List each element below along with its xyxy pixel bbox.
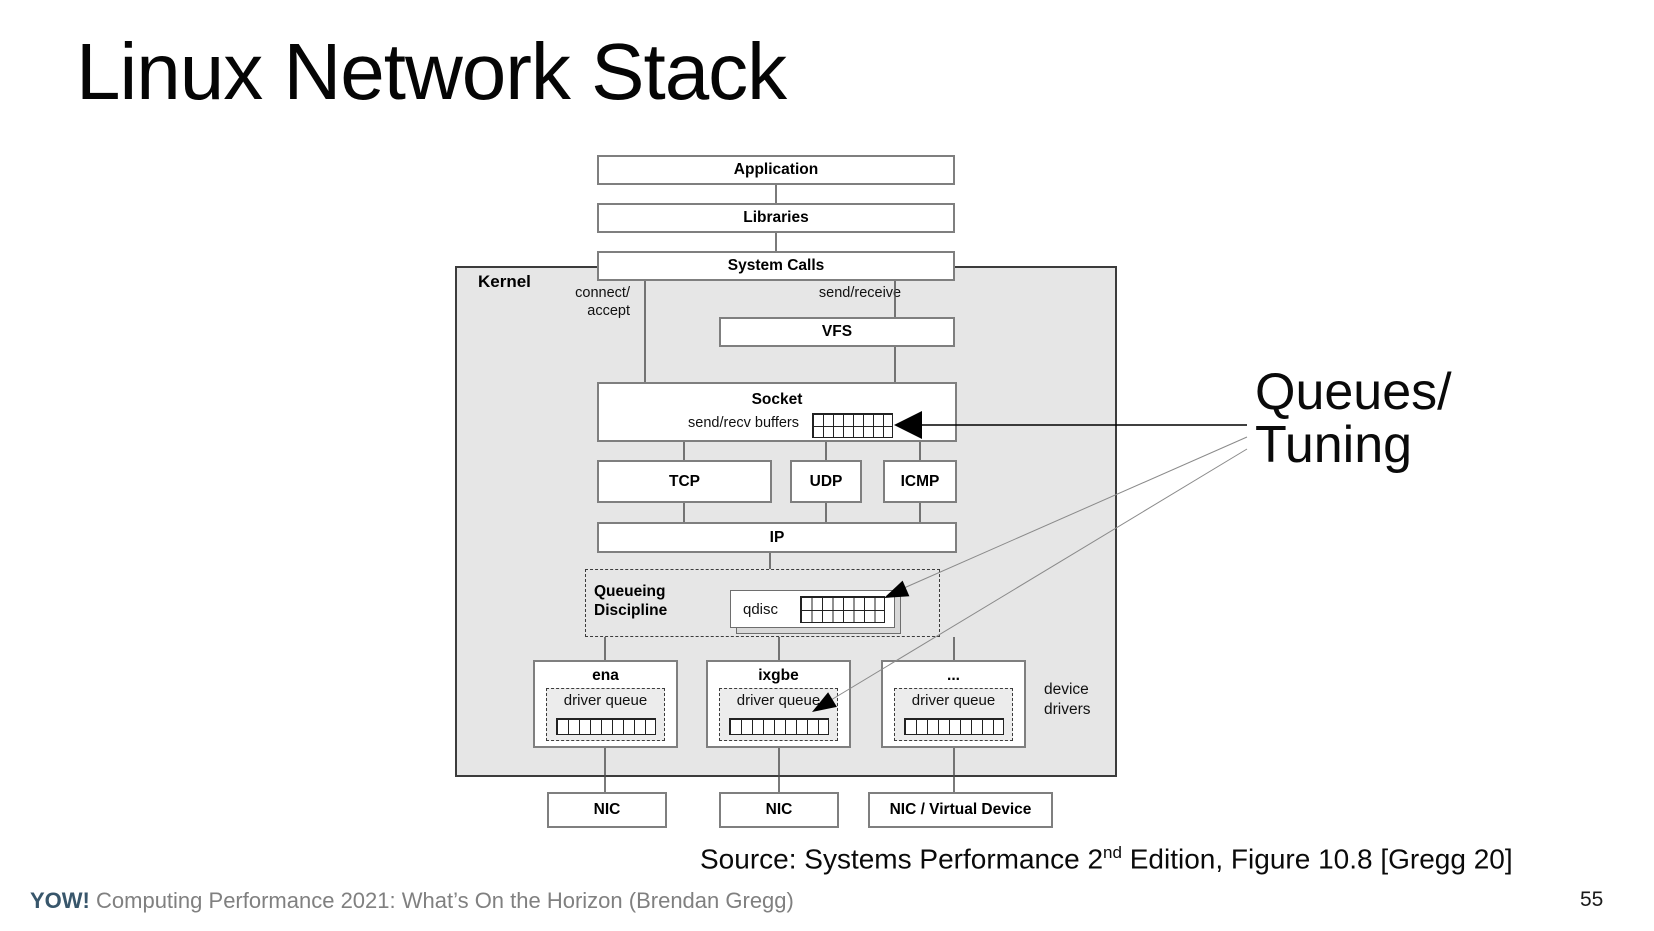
driver-box-other: ... driver queue bbox=[881, 660, 1026, 748]
driver-box-ixgbe: ixgbe driver queue bbox=[706, 660, 851, 748]
driver-ena-queue-box: driver queue bbox=[546, 688, 665, 741]
box-system-calls-label: System Calls bbox=[727, 257, 825, 274]
box-application: Application bbox=[597, 155, 955, 185]
box-tcp: TCP bbox=[597, 460, 772, 503]
driver-box-ena: ena driver queue bbox=[533, 660, 678, 748]
driver-ena-queue-label: driver queue bbox=[563, 692, 648, 709]
socket-buffers-label: send/recv buffers bbox=[688, 415, 799, 431]
annotation-line2: Tuning bbox=[1255, 416, 1413, 474]
box-icmp-label: ICMP bbox=[900, 472, 940, 490]
socket-buffers-queue-grid bbox=[812, 413, 893, 438]
box-icmp: ICMP bbox=[883, 460, 957, 503]
box-nic-1: NIC bbox=[547, 792, 667, 828]
driver-other-queue-box: driver queue bbox=[894, 688, 1013, 741]
box-nic-virtual-device: NIC / Virtual Device bbox=[868, 792, 1053, 828]
driver-ixgbe-queue-grid bbox=[729, 718, 829, 735]
source-superscript: nd bbox=[1103, 843, 1122, 862]
footer: YOW! Computing Performance 2021: What’s … bbox=[30, 888, 794, 914]
label-accept: accept bbox=[587, 303, 630, 319]
box-application-label: Application bbox=[733, 161, 819, 178]
footer-text: Computing Performance 2021: What’s On th… bbox=[96, 888, 794, 913]
queues-tuning-annotation: Queues/ Tuning bbox=[1255, 366, 1452, 472]
box-nic-2: NIC bbox=[719, 792, 839, 828]
box-libraries: Libraries bbox=[597, 203, 955, 233]
queueing-label-line2: Discipline bbox=[594, 602, 668, 619]
qdisc-label: qdisc bbox=[743, 601, 779, 618]
queueing-discipline-label: Queueing Discipline bbox=[594, 582, 667, 620]
device-drivers-label: device drivers bbox=[1044, 680, 1091, 720]
driver-ena-queue-grid bbox=[556, 718, 656, 735]
box-nic-2-label: NIC bbox=[765, 801, 793, 818]
device-drivers-line2: drivers bbox=[1044, 701, 1091, 718]
box-vfs-label: VFS bbox=[821, 323, 853, 340]
device-drivers-line1: device bbox=[1044, 681, 1089, 698]
box-udp: UDP bbox=[790, 460, 862, 503]
qdisc-box: qdisc bbox=[730, 590, 895, 628]
driver-other-label: ... bbox=[947, 667, 960, 684]
footer-brand: YOW! bbox=[30, 888, 90, 913]
box-nic-1-label: NIC bbox=[593, 801, 621, 818]
box-tcp-label: TCP bbox=[669, 472, 700, 490]
queueing-discipline-group: Queueing Discipline bbox=[585, 569, 940, 637]
box-vfs: VFS bbox=[719, 317, 955, 347]
kernel-label: Kernel bbox=[478, 272, 531, 291]
box-libraries-label: Libraries bbox=[743, 209, 809, 226]
annotation-line1: Queues/ bbox=[1255, 363, 1452, 421]
box-system-calls: System Calls bbox=[597, 251, 955, 281]
source-citation: Source: Systems Performance 2nd Edition,… bbox=[700, 843, 1513, 875]
source-suffix: Edition, Figure 10.8 [Gregg 20] bbox=[1121, 843, 1513, 875]
driver-ena-label: ena bbox=[592, 667, 619, 684]
box-socket: Socket send/recv buffers bbox=[597, 382, 957, 442]
driver-ixgbe-queue-box: driver queue bbox=[719, 688, 838, 741]
driver-other-queue-grid bbox=[904, 718, 1004, 735]
page-number: 55 bbox=[1580, 888, 1604, 911]
slide-title: Linux Network Stack bbox=[76, 27, 787, 116]
box-udp-label: UDP bbox=[809, 472, 843, 490]
driver-ixgbe-label: ixgbe bbox=[758, 667, 799, 684]
driver-other-queue-label: driver queue bbox=[911, 692, 996, 709]
qdisc-queue-grid bbox=[800, 596, 885, 623]
box-ip-label: IP bbox=[769, 528, 785, 546]
queueing-label-line1: Queueing bbox=[594, 583, 666, 600]
box-socket-label: Socket bbox=[751, 391, 803, 408]
label-connect: connect/ bbox=[575, 285, 630, 301]
box-nic-virtual-device-label: NIC / Virtual Device bbox=[889, 801, 1032, 818]
source-prefix: Source: Systems Performance 2 bbox=[700, 843, 1104, 875]
label-send-receive: send/receive bbox=[818, 285, 902, 301]
box-ip: IP bbox=[597, 522, 957, 553]
label-connect-accept: connect/ accept bbox=[540, 284, 630, 320]
driver-ixgbe-queue-label: driver queue bbox=[736, 692, 821, 709]
